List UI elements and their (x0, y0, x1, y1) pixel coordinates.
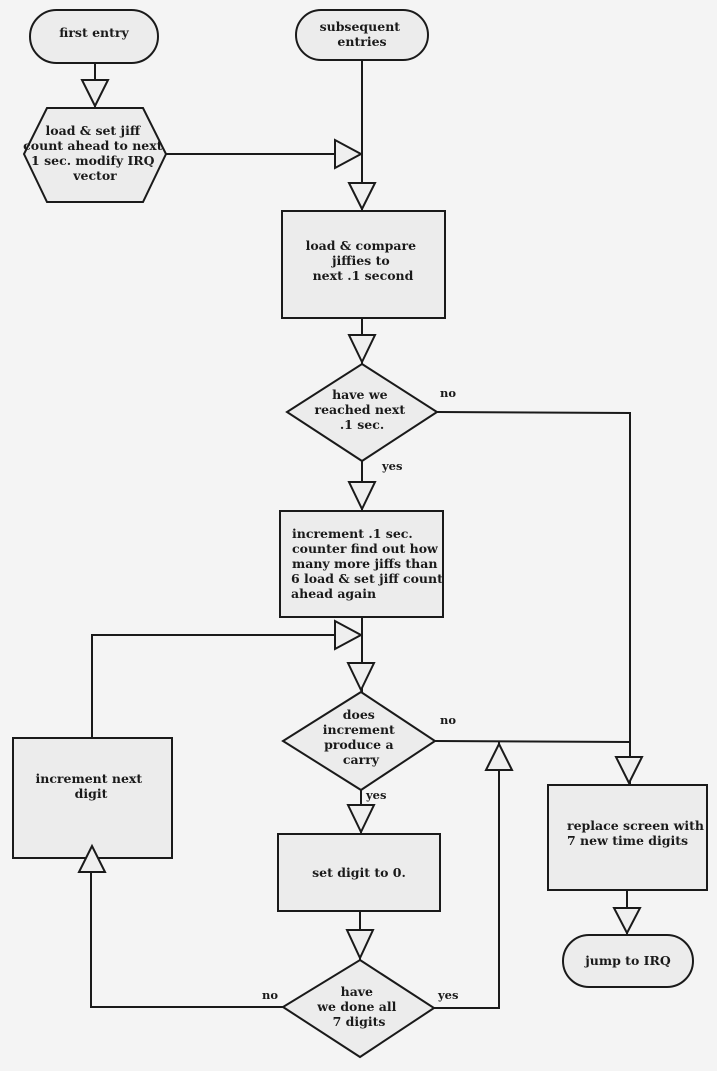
arrow-up-icon (77, 843, 107, 873)
label-line: 6 load & set jiff count (291, 571, 443, 586)
label-first-entry: first entry (59, 25, 129, 40)
label-compare: load & compare jiffies to next .1 second (306, 238, 421, 283)
arrow-down-icon (347, 182, 377, 212)
label-line: count ahead to next (23, 138, 163, 153)
arrow-down-icon (614, 756, 644, 786)
label-line: 7 digits (333, 1014, 386, 1029)
edge-label-carry-yes: yes (365, 788, 386, 802)
line-all-yes (434, 742, 500, 1009)
box-increment-next (12, 737, 173, 859)
arrow-down-icon (345, 929, 375, 961)
label-line: increment next (35, 771, 142, 786)
label-line: 1 sec. modify IRQ (31, 153, 155, 168)
label-increment-tenth: increment .1 sec. counter find out how m… (291, 526, 447, 601)
terminal-jump-irq (562, 934, 694, 988)
label-reached: have we reached next .1 sec. (314, 387, 409, 432)
arrow-down-icon (347, 481, 377, 512)
label-line: counter find out how (292, 541, 439, 556)
diamond-all-digits (281, 958, 436, 1059)
label-line: digit (75, 786, 108, 801)
label-jump-irq: jump to IRQ (584, 953, 671, 968)
line-reached-no (436, 411, 631, 785)
box-increment-tenth (279, 510, 444, 618)
label-line: set digit to 0. (312, 865, 406, 880)
label-line: next .1 second (313, 268, 414, 283)
label-line: ahead again (291, 586, 376, 601)
node-labels: first entry subsequent entries load & se… (23, 19, 708, 1029)
label-line: load & set jiff (46, 123, 141, 138)
arrow-up-icon (484, 741, 514, 771)
arrow-right-icon (334, 619, 364, 651)
label-line: we done all (316, 999, 396, 1014)
label-line: does (343, 707, 375, 722)
arrow-down-icon (346, 804, 376, 835)
label-line: have we (332, 387, 388, 402)
label-line: many more jiffs than (292, 556, 437, 571)
line-all-no (90, 858, 283, 1008)
arrow-down-icon (80, 79, 110, 109)
box-set-zero (277, 833, 441, 912)
edge-labels: no yes no yes no yes (262, 386, 458, 1002)
label-line: have (341, 984, 373, 999)
diamond-carry (281, 690, 437, 792)
line-carry-no (434, 740, 631, 743)
line-next-digit-loop (91, 634, 362, 738)
box-compare (281, 210, 446, 319)
edge-label-carry-no: no (440, 713, 456, 727)
label-line: 7 new time digits (567, 833, 688, 848)
arrow-down-icon (347, 334, 377, 365)
arrow-down-icon (612, 907, 642, 936)
label-line: subsequent (320, 19, 401, 34)
label-line: entries (337, 34, 386, 49)
label-set-zero: set digit to 0. (312, 865, 406, 880)
box-replace-screen (547, 784, 708, 891)
edge-label-reached-yes: yes (381, 459, 402, 473)
label-line: load & compare (306, 238, 417, 253)
label-increment-next: increment next digit (35, 771, 146, 801)
label-line: .1 sec. (340, 417, 384, 432)
label-line: replace screen with (567, 818, 704, 833)
label-line: carry (343, 752, 380, 767)
edge-label-reached-no: no (440, 386, 456, 400)
label-line: first entry (59, 25, 129, 40)
label-line: increment (323, 722, 395, 737)
label-carry: does increment produce a carry (323, 707, 399, 767)
label-all-digits: have we done all 7 digits (316, 984, 401, 1029)
edge-label-all-yes: yes (437, 988, 458, 1002)
terminal-first-entry (29, 9, 159, 64)
label-line: vector (72, 168, 117, 183)
label-line: increment .1 sec. (292, 526, 413, 541)
arrow-down-icon (346, 662, 376, 693)
label-line: jiffies to (331, 253, 390, 268)
label-line: jump to IRQ (584, 953, 671, 968)
arrow-right-icon (334, 138, 364, 170)
terminal-subsequent-entries (295, 9, 429, 61)
label-init: load & set jiff count ahead to next 1 se… (23, 123, 167, 183)
label-line: produce a (324, 737, 394, 752)
label-subsequent-entries: subsequent entries (320, 19, 405, 49)
diamond-reached (285, 362, 439, 463)
label-line: reached next (314, 402, 405, 417)
arrowheads (77, 79, 644, 961)
label-replace-screen: replace screen with 7 new time digits (567, 818, 708, 848)
hexagon-init (22, 107, 168, 203)
edge-label-all-no: no (262, 988, 278, 1002)
